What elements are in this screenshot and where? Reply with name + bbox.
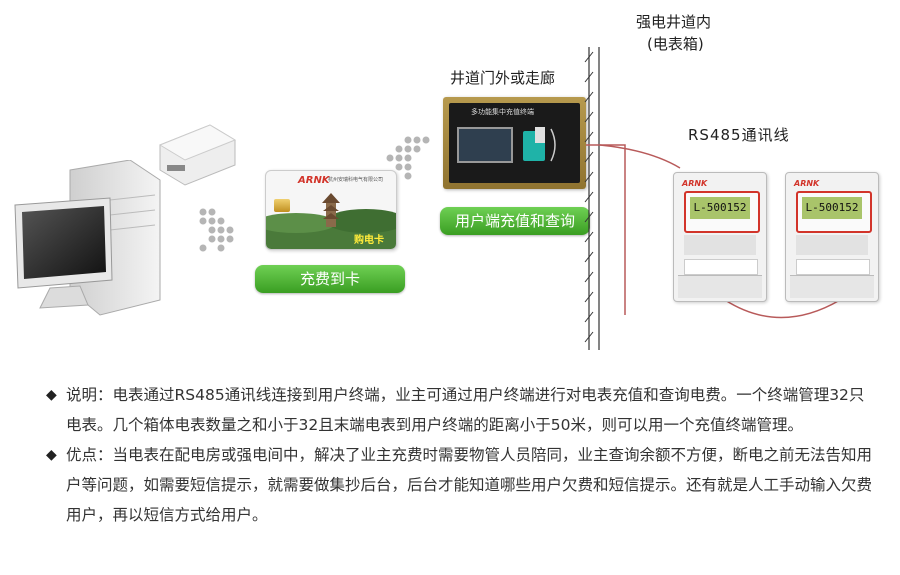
terminal-title: 多功能集中充值终端 bbox=[471, 108, 534, 116]
note-description: ◆ 说明：电表通过RS485通讯线连接到用户终端，业主可通过用户终端进行对电表充… bbox=[46, 380, 876, 440]
notes-section: ◆ 说明：电表通过RS485通讯线连接到用户终端，业主可通过用户终端进行对电表充… bbox=[46, 380, 876, 530]
rs485-wire-between-meters bbox=[724, 299, 841, 319]
recharge-terminal: 多功能集中充值终端 bbox=[443, 97, 586, 189]
note-text: 优点：当电表在配电房或强电间中，解决了业主充费时需要物管人员陪同，业主查询余额不… bbox=[66, 446, 873, 524]
note-text: 说明：电表通过RS485通讯线连接到用户终端，业主可通过用户终端进行对电表充值和… bbox=[66, 386, 865, 434]
chip-icon bbox=[274, 199, 290, 212]
computer-icon bbox=[14, 160, 161, 316]
electric-meter-1: ARNK L-500152 bbox=[673, 172, 767, 302]
label-corridor: 井道门外或走廊 bbox=[450, 69, 556, 87]
wiring-diagram bbox=[584, 47, 841, 350]
meter-brand: ARNK bbox=[794, 179, 820, 188]
terminal-screen bbox=[457, 127, 513, 163]
meter-display: L-500152 bbox=[690, 197, 750, 219]
label-shaft-sub: (电表箱) bbox=[647, 35, 704, 53]
electric-meter-2: ARNK L-500152 bbox=[785, 172, 879, 302]
card-brand: ARNK bbox=[298, 175, 330, 186]
wireless-signal-icon bbox=[386, 136, 430, 180]
rs485-wire-down bbox=[600, 144, 626, 315]
card-company: 杭州安瑞科电气有限公司 bbox=[328, 177, 384, 183]
label-shaft-title: 强电井道内 bbox=[636, 13, 712, 31]
meter-display: L-500152 bbox=[802, 197, 862, 219]
diamond-bullet-icon: ◆ bbox=[46, 447, 57, 463]
card-name: 购电卡 bbox=[354, 235, 384, 246]
meter-nameplate bbox=[684, 235, 756, 255]
meter-brand: ARNK bbox=[682, 179, 708, 188]
meter-nameplate bbox=[796, 235, 868, 255]
meter-terminal-cover bbox=[678, 275, 762, 298]
prepaid-card: ARNK 杭州安瑞科电气有限公司 购电卡 bbox=[265, 170, 397, 250]
card-reader-icon bbox=[158, 124, 237, 186]
rs485-wire-to-meter bbox=[599, 144, 681, 169]
diamond-bullet-icon: ◆ bbox=[46, 387, 57, 403]
card-swipe-icon bbox=[523, 127, 556, 162]
pagoda-scene-icon bbox=[266, 193, 396, 249]
label-rs485: RS485通讯线 bbox=[688, 126, 790, 144]
badge-recharge-card: 充费到卡 bbox=[255, 265, 405, 293]
meter-terminal-cover bbox=[790, 275, 874, 298]
wall-hatch bbox=[584, 51, 594, 343]
wireless-signal-icon bbox=[199, 208, 234, 252]
note-advantages: ◆ 优点：当电表在配电房或强电间中，解决了业主充费时需要物管人员陪同，业主查询余… bbox=[46, 440, 876, 530]
badge-user-terminal: 用户端充值和查询 bbox=[440, 207, 590, 235]
